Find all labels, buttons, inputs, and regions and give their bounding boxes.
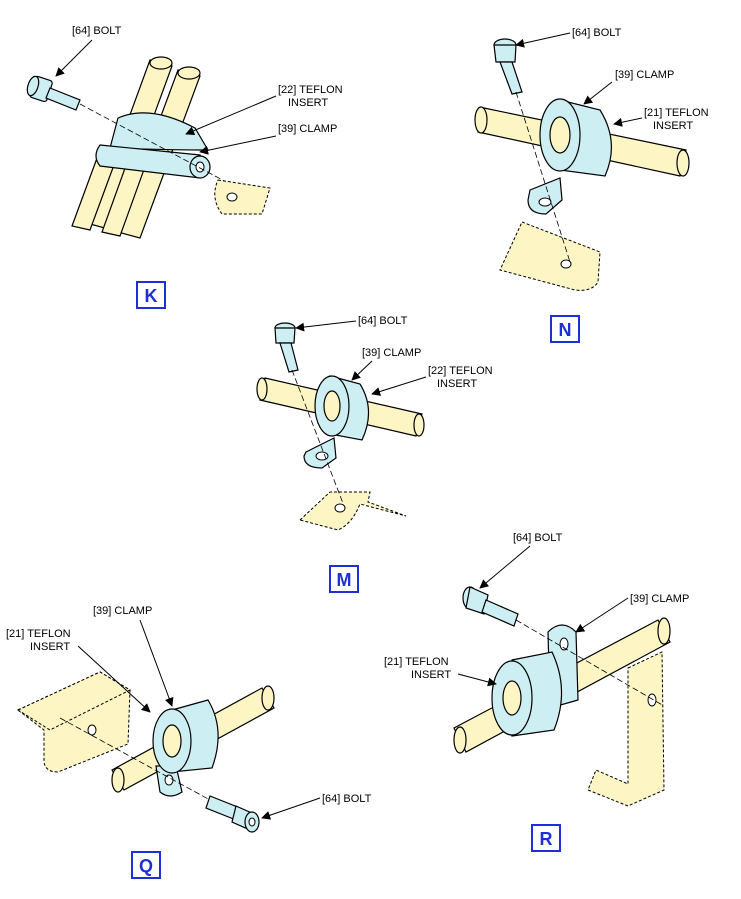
- view-r-insert-callout-line2: INSERT: [411, 669, 451, 681]
- view-r-bolt-callout: [64] BOLT: [513, 532, 563, 544]
- view-r-bolt: [462, 586, 519, 627]
- view-n-bolt: [493, 38, 523, 95]
- view-k: [64] BOLT [22] TEFLON INSERT [39] CLAMP …: [26, 25, 343, 309]
- view-r-label: R: [540, 829, 553, 849]
- view-q-label: Q: [139, 856, 153, 876]
- view-m-clamp: [303, 375, 370, 469]
- view-q: [39] CLAMP [21] TEFLON INSERT [64] BOLT …: [6, 605, 372, 879]
- view-m-insert-callout-line1: [22] TEFLON: [428, 365, 493, 377]
- view-k-bolt: [26, 75, 81, 111]
- view-m-bracket: [298, 491, 407, 531]
- view-k-label: K: [145, 286, 158, 306]
- view-m-insert-callout-line2: INSERT: [437, 378, 477, 390]
- view-q-insert-callout-line1: [21] TEFLON: [6, 628, 71, 640]
- view-n: [64] BOLT [39] CLAMP [21] TEFLON INSERT …: [474, 27, 709, 343]
- view-r-bracket: [587, 651, 665, 807]
- view-k-label-box: [136, 281, 166, 309]
- view-r-clamp: [491, 624, 579, 737]
- view-q-label-box: [131, 851, 161, 879]
- view-m-bolt: [274, 322, 299, 373]
- view-n-clamp-callout: [39] CLAMP: [615, 69, 674, 81]
- view-n-insert-callout-line2: INSERT: [653, 120, 693, 132]
- view-q-insert-callout-line2: INSERT: [30, 641, 70, 653]
- view-q-clamp: [152, 699, 219, 797]
- view-r-insert-callout-line1: [21] TEFLON: [384, 656, 449, 668]
- view-n-clamp: [527, 98, 613, 215]
- view-k-bolt-callout: [64] BOLT: [72, 25, 122, 37]
- view-q-bolt: [205, 795, 260, 833]
- view-n-bolt-callout: [64] BOLT: [572, 27, 622, 39]
- view-q-clamp-callout: [39] CLAMP: [93, 605, 152, 617]
- view-r-clamp-callout: [39] CLAMP: [630, 593, 689, 605]
- view-k-insert-callout-line1: [22] TEFLON: [278, 84, 343, 96]
- view-m-label: M: [337, 570, 352, 590]
- view-q-bolt-callout: [64] BOLT: [322, 793, 372, 805]
- view-n-bracket: [499, 221, 601, 291]
- view-m: [64] BOLT [39] CLAMP [22] TEFLON INSERT …: [256, 315, 493, 593]
- view-k-clamp-callout: [39] CLAMP: [278, 123, 337, 135]
- view-n-insert-callout-line1: [21] TEFLON: [644, 107, 709, 119]
- view-m-clamp-callout: [39] CLAMP: [362, 347, 421, 359]
- view-k-clamp: [95, 112, 211, 179]
- view-k-bracket: [214, 179, 271, 215]
- view-r: [64] BOLT [39] CLAMP [21] TEFLON INSERT …: [384, 532, 689, 852]
- view-n-label: N: [559, 320, 572, 340]
- view-m-label-box: [329, 565, 359, 593]
- view-n-label-box: [550, 315, 580, 343]
- view-r-label-box: [531, 824, 561, 852]
- view-k-insert-callout-line2: INSERT: [288, 97, 328, 109]
- view-m-bolt-callout: [64] BOLT: [358, 315, 408, 327]
